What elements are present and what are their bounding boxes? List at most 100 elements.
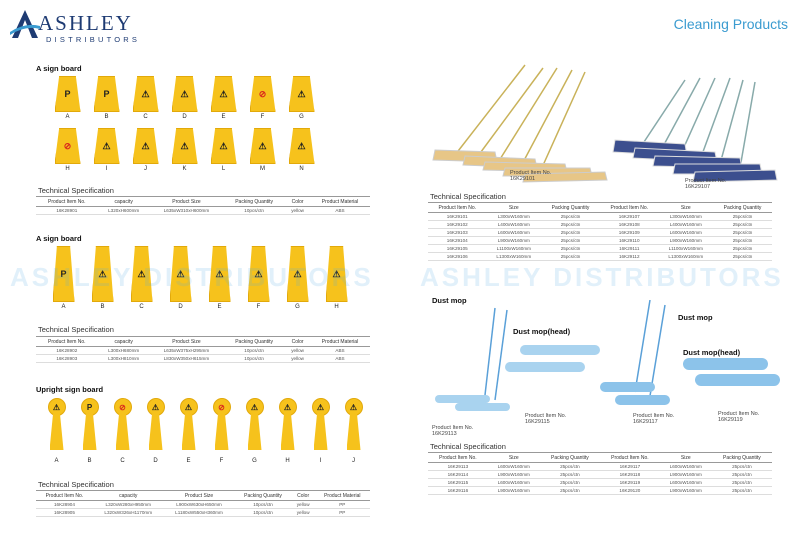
ashley-logo: ASHLEY DISTRIBUTORS (10, 8, 160, 44)
column-header: Packing Quantity (541, 202, 600, 213)
right-page: Cleaning Products (400, 0, 800, 543)
table-cell: 25pcs/ctn (713, 252, 772, 261)
table-cell: 25pcs/ctn (713, 212, 772, 221)
sign-letter: N (299, 166, 304, 172)
sign-letter: H (65, 166, 70, 172)
caution-sign-icon: ⚠ (210, 76, 237, 112)
column-header: Product Item No. (36, 196, 98, 207)
table-cell: 16K29103 (428, 228, 487, 237)
table-cell: L1300xW160mm (658, 252, 714, 261)
upright-sign-item: ⚠I (304, 398, 337, 464)
sign-board-item: ⚠H (317, 246, 356, 310)
column-header: Color (285, 336, 311, 347)
sign-board-item: ⚠N (282, 128, 321, 172)
table-cell: 10pcs/ctn (223, 354, 286, 363)
table-cell: 10pcs/ctn (223, 206, 286, 215)
caution-sign-icon: ⚠ (171, 76, 198, 112)
upright-sign-item: ⚠G (238, 398, 271, 464)
caution-sign-icon: ⚠ (132, 128, 159, 164)
dust-mop-image (435, 300, 780, 411)
upright-cone-icon: ⚠ (278, 398, 298, 456)
sign-board-item: ⚠K (165, 128, 204, 172)
sign-letter: E (221, 114, 226, 120)
sign-letter: G (295, 304, 300, 310)
table-cell: yellow (285, 354, 311, 363)
table-cell: 25pcs/ctn (541, 236, 600, 245)
column-header: capacity (92, 490, 164, 501)
sign-letter: F (260, 114, 265, 120)
spec-title-2: Technical Specification (38, 325, 114, 334)
sign-letter: B (104, 114, 109, 120)
table-cell: 10pcs/ctn (234, 500, 292, 509)
table-cell: 16K29112 (600, 252, 659, 261)
sign-letter: J (144, 166, 147, 172)
sign-letter: I (319, 458, 322, 464)
caption-16K29101: Product Item No. 16K29101 (510, 170, 552, 182)
table-cell: 16K29118 (600, 470, 660, 479)
table-cell: 10pcs/ctn (223, 346, 286, 355)
sign-letter: J (352, 458, 355, 464)
column-header: Packing Quantity (711, 452, 772, 463)
table-cell: 25pcs/ctn (713, 244, 772, 253)
column-header: Packing Quantity (539, 452, 600, 463)
table-cell: L900xW160mm (659, 486, 712, 495)
sign-letter: H (334, 304, 339, 310)
sign-letter: F (219, 458, 224, 464)
sign-board-item: ⚠D (161, 246, 200, 310)
table-cell: L300xW160mm (486, 212, 542, 221)
table-cell: 16K29115 (428, 478, 488, 487)
table-cell: 25pcs/ctn (539, 470, 600, 479)
table-cell: 16K29106 (428, 252, 487, 261)
sign-letter: A (65, 114, 70, 120)
table-cell: ABS (310, 206, 370, 215)
table-cell: L600xW160mm (658, 228, 714, 237)
sign-board-item: ⚠G (282, 76, 321, 120)
dust-mop-head-title-2: Dust mop(head) (683, 348, 741, 357)
upright-cone-icon: P (80, 398, 100, 456)
caution-sign-icon: P (54, 76, 81, 112)
table-cell: L1300xW160mm (486, 252, 542, 261)
table-cell: 16K29114 (428, 470, 488, 479)
table-cell: ABS (310, 346, 370, 355)
table-cell: L900xW160mm (658, 236, 714, 245)
caution-sign-icon: ⚠ (93, 128, 120, 164)
dust-mop-title-2: Dust mop (678, 313, 713, 322)
table-cell: L900xW160mm (486, 236, 542, 245)
column-header: Product Size (149, 196, 224, 207)
flat-mop-image (432, 64, 778, 183)
spec-title-5: Technical Specification (430, 442, 506, 451)
sign-board-item: ⚠F (239, 246, 278, 310)
table-cell: L600xW160mm (487, 462, 540, 471)
table-cell: 25pcs/ctn (541, 244, 600, 253)
sign-letter: G (252, 458, 257, 464)
table-cell: L1100xW160mm (486, 244, 542, 253)
table-cell: 16K29104 (428, 236, 487, 245)
table-cell: 16K29119 (600, 478, 660, 487)
table-cell: L635xW375xH295mm (149, 346, 224, 355)
sign-letter: F (256, 304, 261, 310)
caution-sign-icon: ⚠ (171, 128, 198, 164)
column-header: Product Item No. (428, 202, 487, 213)
table-cell: 25pcs/ctn (713, 228, 772, 237)
